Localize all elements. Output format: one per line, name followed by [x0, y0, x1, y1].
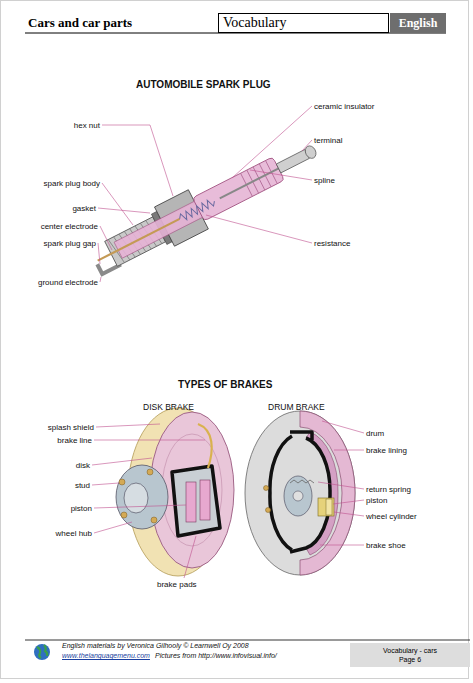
part-label: ceramic insulator [314, 102, 374, 112]
spark-plug-drawing [86, 130, 325, 281]
ceramic-insulator [192, 157, 284, 221]
part-label: wheel cylinder [366, 512, 417, 522]
footer-credit: Pictures from http://www.infovisual.info… [155, 651, 277, 660]
box-text: Vocabulary - cars [383, 646, 437, 655]
terminal [276, 149, 309, 172]
part-label: brake lining [366, 446, 407, 456]
part-label: center electrode [41, 222, 98, 232]
header-cell: Cars and car parts [25, 13, 217, 33]
stem [220, 167, 282, 199]
part-label: ground electrode [38, 278, 98, 288]
section-title: TYPES OF BRAKES [178, 379, 272, 391]
resistance-spring [178, 198, 216, 223]
disk-brake-drawing [116, 408, 234, 576]
part-label: terminal [314, 136, 342, 146]
part-label: brake shoe [366, 541, 406, 551]
part-label: disk [76, 461, 90, 471]
part-label: brake line [57, 436, 92, 446]
part-label: gasket [72, 204, 96, 214]
leader-lines [92, 424, 205, 578]
part-label: spline [314, 176, 335, 186]
part-label: hex nut [74, 121, 100, 131]
part-label: spark plug gap [44, 239, 96, 249]
part-label: stud [75, 481, 90, 491]
box-text: Vocabulary [223, 15, 287, 31]
part-label: resistance [314, 239, 350, 249]
subsection-title: DISK BRAKE [143, 402, 194, 412]
footer-credit: English materials by Veronica Gilhooly ©… [62, 641, 249, 650]
part-label: piston [71, 504, 92, 514]
subsection-title: DRUM BRAKE [268, 402, 325, 412]
page-info-box: Vocabulary - carsPage 6 [350, 643, 470, 667]
globe-icon [34, 644, 50, 660]
header-cell: Vocabulary [218, 13, 389, 33]
footer-rule [25, 640, 470, 641]
leader-lines [98, 106, 312, 282]
box-text: Page 6 [399, 655, 421, 664]
part-label: wheel hub [56, 529, 92, 539]
section-title: AUTOMOBILE SPARK PLUG [136, 79, 271, 91]
part-label: return spring [366, 485, 411, 495]
part-label: spark plug body [44, 179, 100, 189]
part-label: brake pads [157, 580, 197, 590]
drum-brake-drawing [245, 411, 355, 575]
part-label: splash shield [48, 423, 94, 433]
footer-link: www.thelanguagemenu.com [62, 651, 150, 660]
part-label: drum [366, 429, 384, 439]
header-tab: English [390, 13, 446, 33]
box-text: Cars and car parts [28, 15, 132, 31]
center-electrode [98, 219, 180, 261]
box-text: English [399, 16, 438, 31]
part-label: piston [366, 496, 387, 506]
leader-lines [318, 421, 364, 545]
